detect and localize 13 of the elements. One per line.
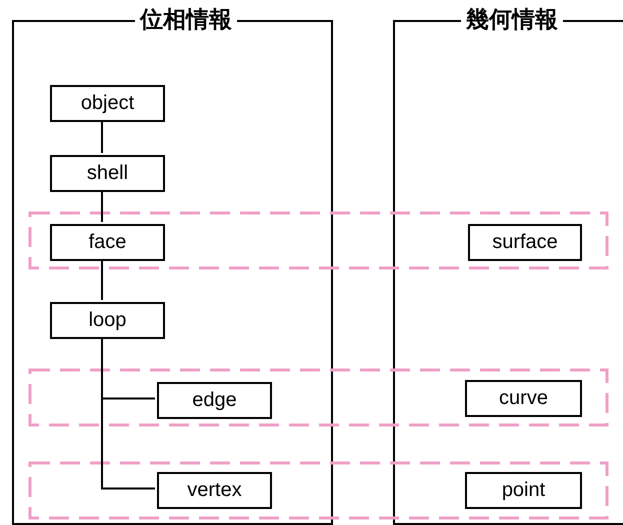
process-box: point [465,472,582,509]
process-box: edge [157,382,272,419]
connector-line [101,259,103,300]
process-box: loop [50,302,165,339]
process-box: object [50,85,165,122]
process-box: curve [465,380,582,417]
connector-line [101,190,103,222]
connector-line [101,120,103,153]
process-box: shell [50,155,165,192]
connector-line [101,337,155,490]
process-box: face [50,224,165,261]
process-box: surface [468,224,582,261]
process-box: vertex [157,472,272,509]
